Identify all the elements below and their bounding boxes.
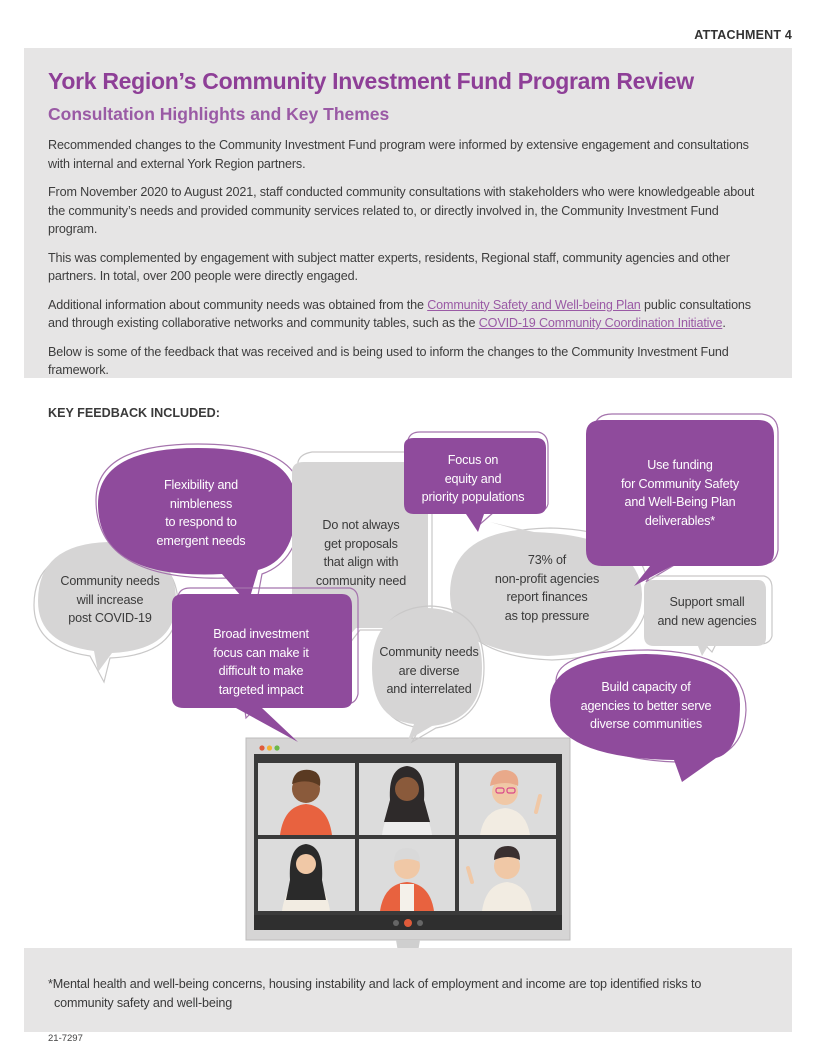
bubble-line: Community needs <box>60 574 160 588</box>
bubble-line: agencies to better serve <box>580 698 712 713</box>
bubble-line: priority populations <box>421 490 525 504</box>
bubble-line: equity and <box>444 471 502 486</box>
bubble-line: emergent needs <box>156 533 246 548</box>
bubble-line: deliverables* <box>644 513 716 528</box>
bubble-line: community need <box>315 573 407 588</box>
video-call-monitor <box>245 737 571 958</box>
bubble-line: get proposals <box>324 536 398 551</box>
bubble-line: diverse communities <box>590 717 702 731</box>
bubble-line: Use funding <box>647 458 713 472</box>
bubble-text-small-agencies: Support small and new agencies <box>650 593 764 630</box>
page-title: York Region’s Community Investment Fund … <box>48 68 694 94</box>
bubble-line: difficult to make <box>218 664 304 678</box>
bubble-text-flexibility: Flexibility and nimbleness to respond to… <box>140 476 262 550</box>
bubble-broad-investment <box>172 587 359 742</box>
bubble-line: Build capacity of <box>601 680 691 694</box>
participant-1 <box>280 769 332 835</box>
footnote-line-2: community safety and well-being <box>54 995 233 1010</box>
bubble-line: post COVID-19 <box>68 611 152 625</box>
footnote: *Mental health and well-being concerns, … <box>48 975 748 1012</box>
bubble-diverse-needs <box>372 605 485 744</box>
bubble-line: non-profit agencies <box>494 571 600 586</box>
participant-6 <box>466 846 532 911</box>
bubble-text-finances: 73% of non-profit agencies report financ… <box>474 551 620 625</box>
intro-paragraph-3: This was complemented by engagement with… <box>48 250 730 284</box>
bubble-line: as top pressure <box>504 608 590 623</box>
intro-section: York Region’s Community Investment Fund … <box>24 48 792 378</box>
bubble-line: Broad investment <box>213 627 309 641</box>
mic-icon <box>393 920 399 926</box>
bubble-line: targeted impact <box>218 682 304 697</box>
intro-paragraph-5: Below is some of the feedback that was r… <box>48 344 729 378</box>
bubble-text-proposals: Do not always get proposals that align w… <box>300 516 422 590</box>
end-call-icon <box>404 919 412 927</box>
participant-5 <box>380 848 434 911</box>
bubble-build-capacity <box>550 649 747 782</box>
covid-initiative-link[interactable]: COVID-19 Community Coordination Initiati… <box>478 316 723 330</box>
bubble-line: 73% of <box>527 553 567 567</box>
participant-3 <box>480 770 542 835</box>
bubble-small-agencies <box>644 575 773 656</box>
bubble-text-diverse-needs: Community needs are diverse and interrel… <box>372 643 486 699</box>
bubble-line: will increase <box>76 592 144 607</box>
bubble-line: to respond to <box>165 515 237 529</box>
bubble-line: are diverse <box>398 663 460 678</box>
intro-paragraph-2: From November 2020 to August 2021, staff… <box>48 185 755 236</box>
bubble-line: and Well-Being Plan <box>624 495 736 509</box>
key-feedback-heading: KEY FEEDBACK INCLUDED: <box>48 406 220 420</box>
bubble-line: that align with <box>323 555 399 569</box>
intro-paragraph-1: Recommended changes to the Community Inv… <box>48 138 749 171</box>
window-dot-yellow <box>266 745 273 751</box>
bubble-line: for Community Safety <box>620 476 740 491</box>
bubble-line: report finances <box>506 590 588 604</box>
bubble-line: nimbleness <box>169 496 233 511</box>
window-dot-red <box>259 745 265 751</box>
bubble-line: and new agencies <box>657 613 757 628</box>
footnote-line-1: *Mental health and well-being concerns, … <box>48 977 702 991</box>
p4-text-end: . <box>722 316 726 330</box>
bubble-line: Flexibility and <box>163 478 239 492</box>
bubble-line: and interrelated <box>386 682 472 696</box>
participant-4 <box>282 844 330 911</box>
page-subtitle: Consultation Highlights and Key Themes <box>48 104 390 124</box>
intro-paragraph-4: Additional information about community n… <box>48 296 768 333</box>
p4-text-mid: public consultations and through existin… <box>48 297 751 331</box>
p4-text-start: Additional information about community n… <box>48 297 428 312</box>
bubble-text-use-funding: Use funding for Community Safety and Wel… <box>604 456 756 530</box>
bubble-line: Community needs <box>379 645 479 659</box>
bubble-text-broad-investment: Broad investment focus can make it diffi… <box>186 625 336 699</box>
csw-plan-link[interactable]: Community Safety and Well-being Plan <box>427 297 641 312</box>
bubble-equity <box>404 431 549 532</box>
attachment-label: ATTACHMENT 4 <box>694 28 792 42</box>
bubble-text-equity: Focus on equity and priority populations <box>406 451 540 507</box>
document-code: 21-7297 <box>48 1033 83 1044</box>
bubble-line: focus can make it <box>213 645 309 660</box>
camera-icon <box>417 920 423 926</box>
bubble-text-needs-increase: Community needs will increase post COVID… <box>50 572 170 628</box>
footnote-section <box>24 948 792 1032</box>
bubble-line: Focus on <box>447 453 499 467</box>
participant-2 <box>382 766 432 835</box>
bubble-use-funding <box>586 413 779 586</box>
bubble-line: Support small <box>669 595 745 609</box>
bubble-text-build-capacity: Build capacity of agencies to better ser… <box>566 678 726 734</box>
bubble-line: Do not always <box>322 518 400 532</box>
window-dot-green <box>274 745 280 751</box>
